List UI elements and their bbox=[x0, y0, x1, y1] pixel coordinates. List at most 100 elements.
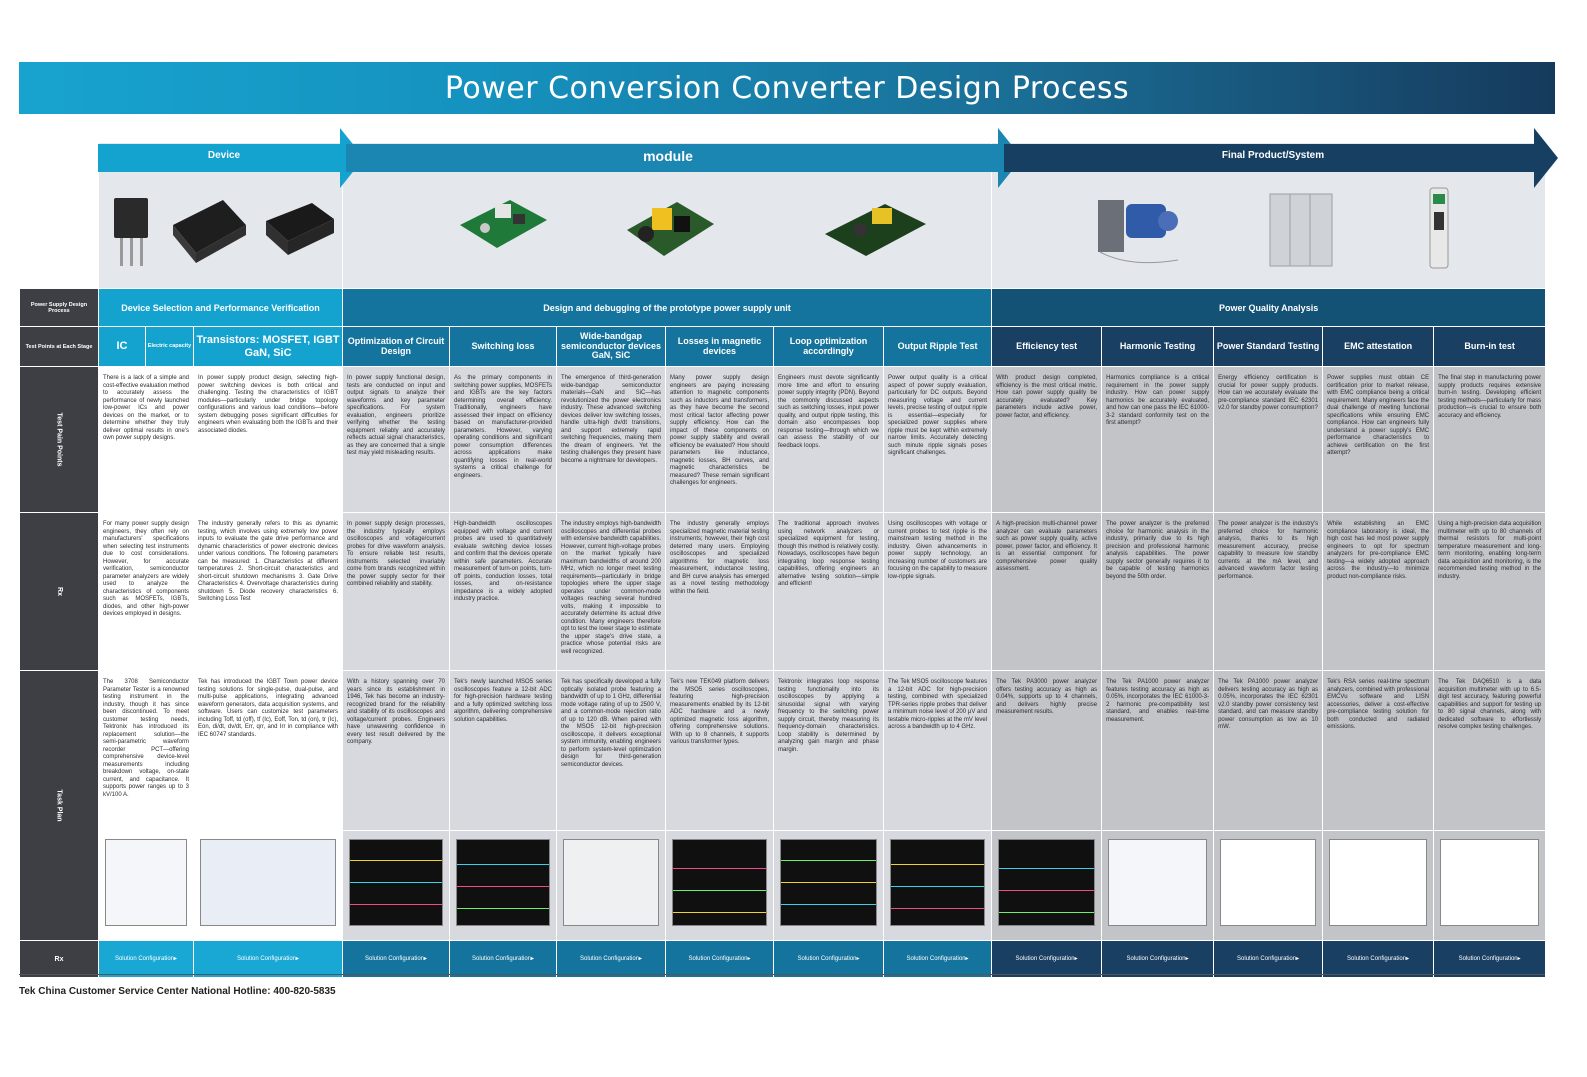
waveform-trace bbox=[457, 864, 550, 865]
screenshot-emc bbox=[1322, 830, 1435, 941]
screenshot-power-standard bbox=[1213, 830, 1324, 941]
solution-link-circuit-opt[interactable]: Solution Configuration▸ bbox=[342, 940, 451, 978]
pain-circuit-opt: In power supply functional design, tests… bbox=[342, 366, 451, 513]
col-header-ripple: Output Ripple Test bbox=[883, 326, 993, 367]
stage-label-system: Final Product/System bbox=[1221, 150, 1325, 161]
stage-arrows: Device module Final Product/System bbox=[98, 128, 1560, 188]
waveform-trace bbox=[999, 868, 1095, 869]
pain-power-standard: Energy efficiency certification is cruci… bbox=[1213, 366, 1324, 513]
task-burn-in: The Tek DAQ6510 is a data acquisition mu… bbox=[1433, 670, 1547, 831]
col-header-burn-in: Burn-in test bbox=[1433, 326, 1547, 367]
screenshot-ripple bbox=[883, 830, 993, 941]
waveform-trace bbox=[673, 890, 767, 891]
rx-ic: For many power supply design engineers, … bbox=[98, 512, 194, 671]
col-header-transistors: Transistors: MOSFET, IGBT GaN, SiC bbox=[192, 326, 344, 367]
solution-link-ripple[interactable]: Solution Configuration▸ bbox=[883, 940, 993, 978]
pain-emc: Power supplies must obtain CE certificat… bbox=[1322, 366, 1435, 513]
ev-charger-image bbox=[1424, 186, 1454, 270]
waveform-trace bbox=[350, 860, 443, 861]
task-ic: The 3708 Semiconductor Parameter Tester … bbox=[98, 670, 194, 831]
screenshot-burn-in bbox=[1433, 830, 1547, 941]
pain-magnetic-loss: Many power supply design engineers are p… bbox=[665, 366, 775, 513]
pain-ripple: Power output quality is a critical aspec… bbox=[883, 366, 993, 513]
rx-ripple: Using oscilloscopes with voltage or curr… bbox=[883, 512, 993, 671]
row-label-test-points: Test Points at Each Stage bbox=[19, 326, 99, 367]
pcb-module-image-2 bbox=[622, 190, 717, 272]
screenshot-ic bbox=[98, 830, 194, 941]
pain-harmonic: Harmonics compliance is a critical requi… bbox=[1101, 366, 1215, 513]
phase-device-selection: Device Selection and Performance Verific… bbox=[97, 288, 344, 327]
task-magnetic-loss: Tek's new TEK049 platform delivers the M… bbox=[665, 670, 775, 831]
rx-efficiency: A high-precision multi-channel power ana… bbox=[991, 512, 1103, 671]
screenshot-switching-loss bbox=[449, 830, 558, 941]
rx-emc: While establishing an EMC compliance lab… bbox=[1322, 512, 1435, 671]
task-emc: Tek's RSA series real-time spectrum anal… bbox=[1322, 670, 1435, 831]
solution-link-ic[interactable]: Solution Configuration▸ bbox=[98, 940, 194, 978]
solution-link-transistors[interactable]: Solution Configuration▸ bbox=[192, 940, 344, 978]
waveform-trace bbox=[999, 890, 1095, 891]
row-label-rx: Rx bbox=[19, 512, 99, 671]
solution-link-switching-loss[interactable]: Solution Configuration▸ bbox=[449, 940, 558, 978]
col-header-circuit-opt: Optimization of Circuit Design bbox=[342, 326, 451, 367]
row-label-process: Power Supply Design Process bbox=[19, 288, 99, 327]
solution-link-efficiency[interactable]: Solution Configuration▸ bbox=[991, 940, 1103, 978]
waveform-trace bbox=[781, 860, 877, 861]
screenshot-wide-bandgap bbox=[556, 830, 667, 941]
motor-drive-image bbox=[1090, 190, 1180, 268]
stage-arrow-module bbox=[346, 128, 1022, 188]
col-header-harmonic: Harmonic Testing bbox=[1101, 326, 1215, 367]
pain-switching-loss: As the primary components in switching p… bbox=[449, 366, 558, 513]
col-header-loop-opt: Loop optimization accordingly bbox=[773, 326, 885, 367]
rx-magnetic-loss: The industry generally employs specializ… bbox=[665, 512, 775, 671]
solution-link-loop-opt[interactable]: Solution Configuration▸ bbox=[773, 940, 885, 978]
rx-switching-loss: High-bandwidth oscilloscopes equipped wi… bbox=[449, 512, 558, 671]
col-header-efficiency: Efficiency test bbox=[991, 326, 1103, 367]
row-label-task: Task Plan bbox=[19, 670, 99, 941]
rx-wide-bandgap: The industry employs high-bandwidth osci… bbox=[556, 512, 667, 671]
title-banner: Power Conversion Converter Design Proces… bbox=[19, 62, 1555, 114]
phase-power-quality: Power Quality Analysis bbox=[991, 288, 1547, 327]
waveform-trace bbox=[457, 886, 550, 887]
task-power-standard: The Tek PA1000 power analyzer delivers t… bbox=[1213, 670, 1324, 831]
screenshot-harmonic bbox=[1101, 830, 1215, 941]
rx-loop-opt: The traditional approach involves using … bbox=[773, 512, 885, 671]
footer-hotline: Tek China Customer Service Center Nation… bbox=[19, 986, 336, 997]
screenshot-magnetic-loss bbox=[665, 830, 775, 941]
col-header-emc: EMC attestation bbox=[1322, 326, 1435, 367]
pain-loop-opt: Engineers must devote significantly more… bbox=[773, 366, 885, 513]
solution-link-harmonic[interactable]: Solution Configuration▸ bbox=[1101, 940, 1215, 978]
task-loop-opt: Tektronix integrates loop response testi… bbox=[773, 670, 885, 831]
stage-label-device: Device bbox=[207, 150, 241, 161]
task-wide-bandgap: Tek has specifically developed a fully o… bbox=[556, 670, 667, 831]
screenshot-efficiency bbox=[991, 830, 1103, 941]
waveform-trace bbox=[457, 908, 550, 909]
solution-link-burn-in[interactable]: Solution Configuration▸ bbox=[1433, 940, 1547, 978]
screenshot-loop-opt bbox=[773, 830, 885, 941]
task-circuit-opt: With a history spanning over 70 years si… bbox=[342, 670, 451, 831]
process-grid: Power Supply Design Process Device Selec… bbox=[19, 142, 1547, 978]
page-title: Power Conversion Converter Design Proces… bbox=[444, 70, 1130, 106]
task-ripple: The Tek MSO5 oscilloscope features a 12-… bbox=[883, 670, 993, 831]
task-switching-loss: Tek's newly launched MSO5 series oscillo… bbox=[449, 670, 558, 831]
solution-link-magnetic-loss[interactable]: Solution Configuration▸ bbox=[665, 940, 775, 978]
waveform-trace bbox=[891, 864, 985, 865]
solution-link-power-standard[interactable]: Solution Configuration▸ bbox=[1213, 940, 1324, 978]
col-header-magnetic-loss: Losses in magnetic devices bbox=[665, 326, 775, 367]
waveform-trace bbox=[781, 904, 877, 905]
task-transistors: Tek has introduced the IGBT Town power d… bbox=[192, 670, 344, 831]
row-label-pain: Test Pain Points bbox=[19, 366, 99, 513]
waveform-trace bbox=[673, 912, 767, 913]
pain-burn-in: The final step in manufacturing power su… bbox=[1433, 366, 1547, 513]
task-harmonic: The Tek PA1000 power analyzer features t… bbox=[1101, 670, 1215, 831]
pain-ic: There is a lack of a simple and cost-eff… bbox=[98, 366, 194, 513]
rx-power-standard: The power analyzer is the industry's pre… bbox=[1213, 512, 1324, 671]
power-module-image bbox=[168, 195, 248, 265]
solution-link-emc[interactable]: Solution Configuration▸ bbox=[1322, 940, 1435, 978]
waveform-trace bbox=[891, 886, 985, 887]
pcb-module-image-3 bbox=[820, 192, 930, 264]
col-header-ic: IC bbox=[98, 326, 146, 367]
solution-link-wide-bandgap[interactable]: Solution Configuration▸ bbox=[556, 940, 667, 978]
col-header-wide-bandgap: Wide-bandgap semiconductor devices GaN, … bbox=[556, 326, 667, 367]
pain-wide-bandgap: The emergence of third-generation wide-b… bbox=[556, 366, 667, 513]
power-cabinet-image bbox=[1268, 190, 1334, 268]
